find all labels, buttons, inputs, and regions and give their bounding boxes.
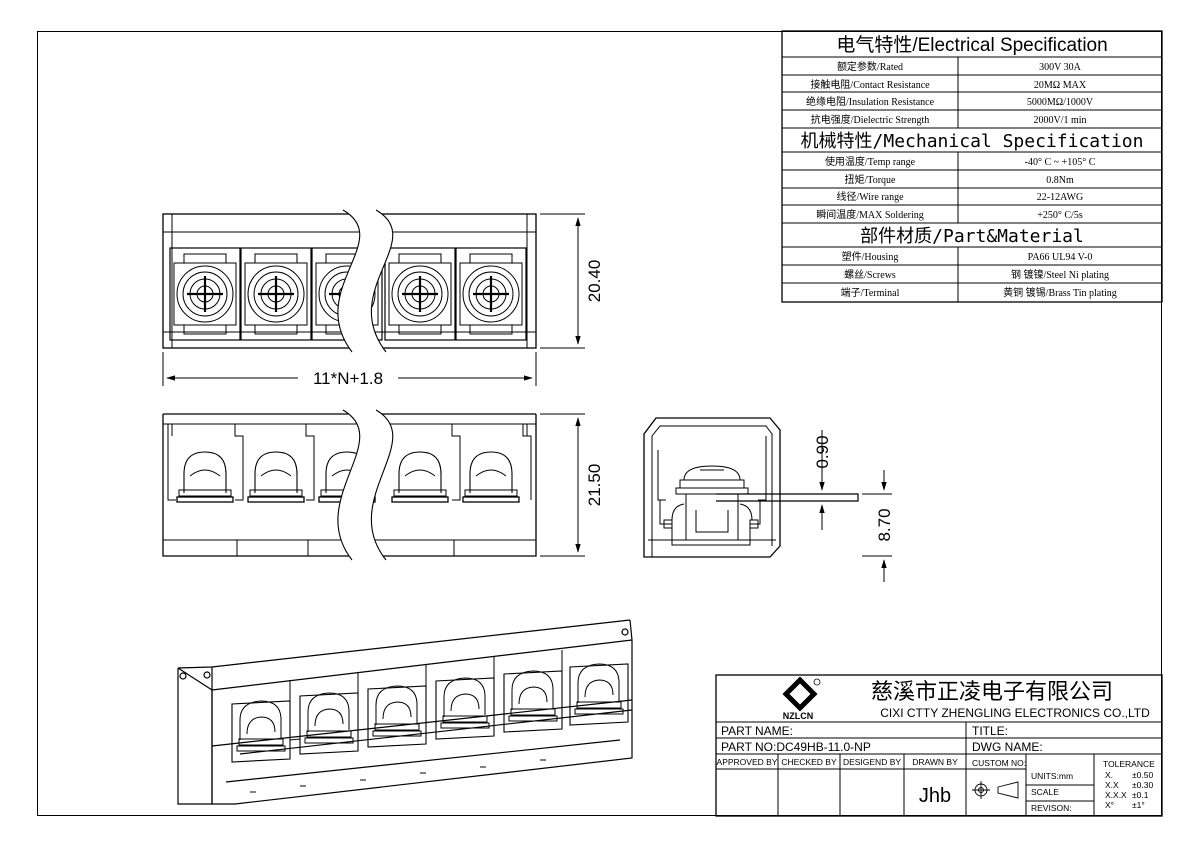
spec-value: 5000MΩ/1000V (1027, 97, 1094, 108)
dim-label-21-50: 21.50 (585, 464, 604, 507)
spec-value: PA66 UL94 V-0 (1028, 252, 1093, 263)
tolerance-value: ±1° (1132, 800, 1145, 810)
company-name-en: CIXI CTTY ZHENGLING ELECTRONICS CO.,LTD (880, 706, 1150, 720)
front-view (162, 409, 537, 561)
top-view (162, 209, 537, 353)
logo-text: NZLCN (783, 711, 814, 721)
spec-label: 螺丝/Screws (844, 269, 896, 281)
checked-by-label: CHECKED BY (781, 757, 837, 767)
spec-label: 绝缘电阻/Insulation Resistance (806, 95, 935, 108)
spec-value: +250° C/5s (1037, 210, 1083, 221)
designed-by-label: DESIGEND BY (843, 757, 901, 767)
scale-label: SCALE (1031, 787, 1059, 797)
tolerance-value: ±0.30 (1132, 780, 1153, 790)
spec-label: 额定参数/Rated (837, 60, 903, 73)
tolerance-value: ±0.50 (1132, 770, 1153, 780)
isometric-view (177, 619, 633, 805)
custom-no-label: CUSTOM NO: (972, 758, 1026, 768)
spec-label: 端子/Terminal (841, 286, 900, 299)
dimension-pin-thickness: 0.90 (813, 430, 832, 530)
dim-label-20-40: 20.40 (585, 260, 604, 303)
dwg-name-label: DWG NAME: (972, 740, 1043, 754)
dim-label-8-70: 8.70 (875, 508, 894, 541)
drawn-by-value: Jhb (919, 785, 951, 807)
spec-label: 抗电强度/Dielectric Strength (811, 113, 930, 126)
spec-value: 0.8Nm (1046, 175, 1074, 186)
spec-label: 扭矩/Torque (845, 173, 897, 186)
part-no: PART NO:DC49HB-11.0-NP (721, 740, 871, 754)
spec-label: 塑件/Housing (842, 251, 899, 263)
spec-value: 黄铜 镀锡/Brass Tin plating (1003, 286, 1117, 299)
spec-value: 钢 镀镍/Steel Ni plating (1011, 268, 1109, 281)
tolerance-key: X. (1105, 770, 1113, 780)
material-spec-title: 部件材质/Part&Material (860, 226, 1084, 247)
spec-value: 300V 30A (1039, 62, 1082, 73)
dimension-pin-length: 8.70 (862, 470, 894, 582)
units-label: UNITS:mm (1031, 771, 1073, 781)
dim-label-length: 11*N+1.8 (313, 369, 383, 388)
dimension-height-top: 20.40 (540, 213, 604, 349)
company-name-cn: 慈溪市正凌电子有限公司 (871, 679, 1113, 704)
tolerance-key: X.X.X (1105, 790, 1127, 800)
electrical-spec-title: 电气特性/Electrical Specification (836, 34, 1107, 56)
spec-table (781, 30, 1163, 303)
title-block (715, 674, 1163, 817)
approved-by-label: APPROVED BY (717, 757, 778, 767)
spec-value: 20MΩ MAX (1034, 80, 1087, 91)
spec-label: 使用温度/Temp range (825, 155, 916, 168)
spec-value: 2000V/1 min (1033, 115, 1086, 126)
drawing-frame (37, 31, 1162, 816)
tolerance-value: ±0.1 (1132, 790, 1149, 800)
part-name-label: PART NAME: (721, 724, 793, 738)
spec-value: -40° C ~ +105° C (1025, 157, 1096, 168)
spec-label: 瞬间温度/MAX Soldering (816, 208, 924, 221)
title-label: TITLE: (972, 724, 1008, 738)
spec-label: 接触电阻/Contact Resistance (810, 78, 930, 91)
company-logo: NZLCN (782, 676, 821, 721)
spec-value: 22-12AWG (1037, 192, 1083, 203)
dimension-height-front: 21.50 (540, 413, 604, 557)
tolerance-key: X.X (1105, 780, 1119, 790)
projection-symbol (972, 781, 1019, 799)
tolerance-key: X° (1105, 800, 1114, 810)
spec-table-text: 电气特性/Electrical Specification 额定参数/Rated… (801, 34, 1144, 299)
dimension-length: 11*N+1.8 (162, 352, 537, 388)
revision-label: REVISON: (1031, 803, 1072, 813)
side-view (643, 417, 859, 558)
drawn-by-label: DRAWN BY (912, 757, 958, 767)
mechanical-spec-title: 机械特性/Mechanical Specification (801, 131, 1144, 152)
dim-label-0-90: 0.90 (813, 435, 832, 468)
tolerance-title: TOLERANCE (1103, 759, 1155, 769)
spec-label: 线径/Wire range (836, 190, 904, 203)
